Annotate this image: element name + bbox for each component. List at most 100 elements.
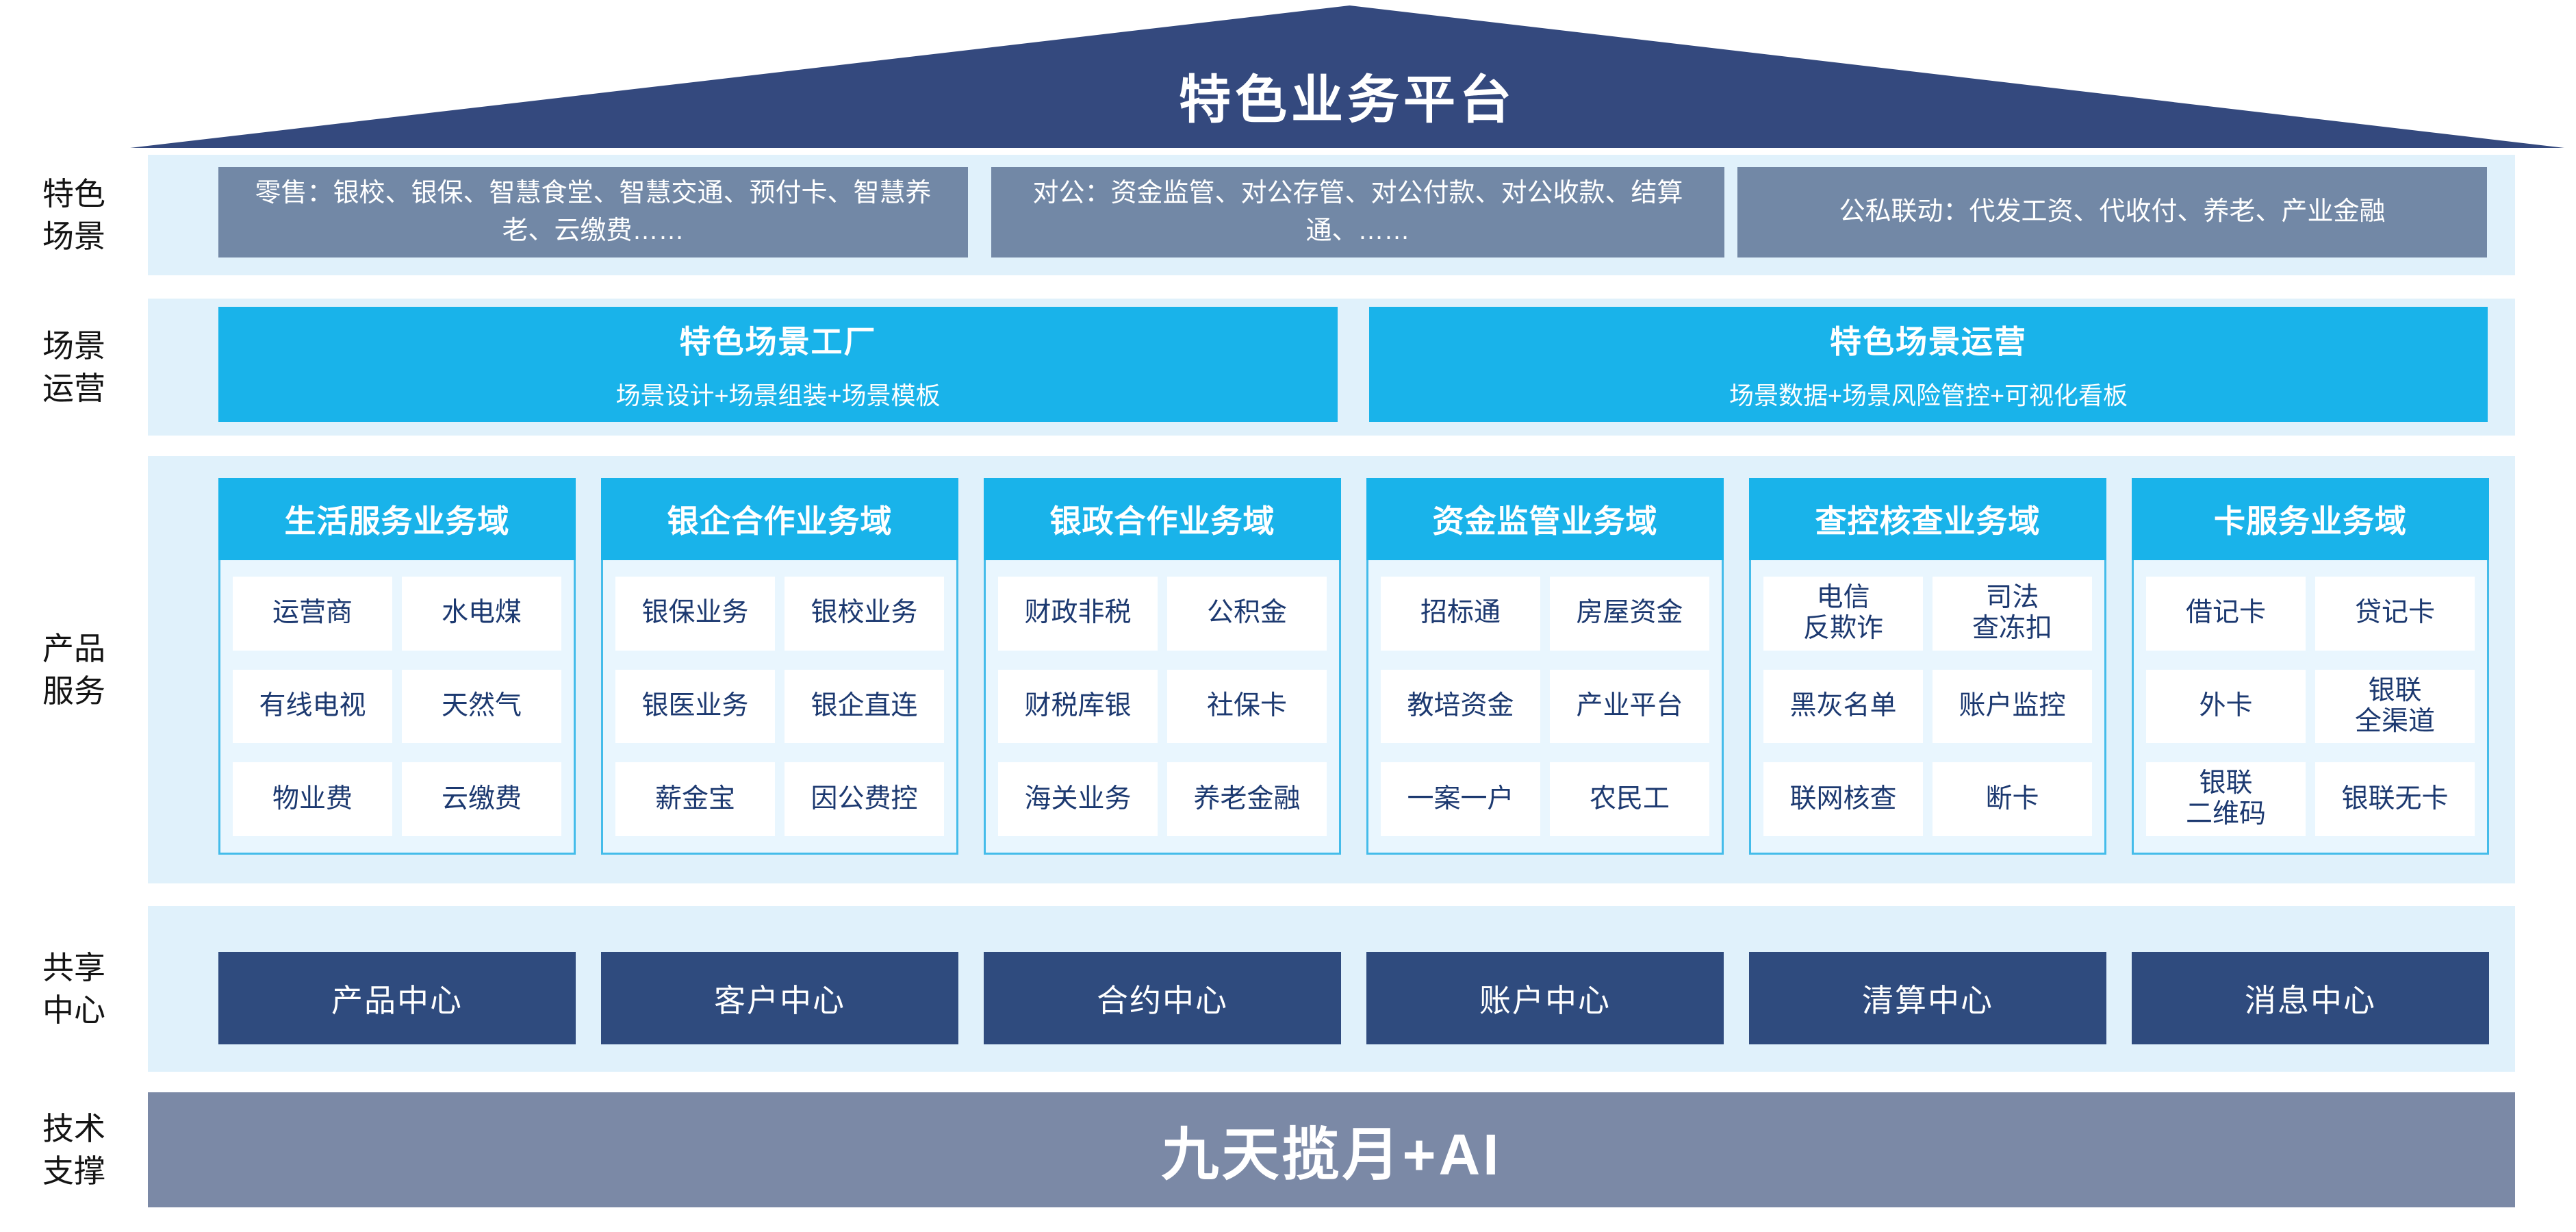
product-cell: 银保业务 bbox=[615, 577, 775, 651]
product-cell: 公积金 bbox=[1167, 577, 1327, 651]
product-column-life-services: 生活服务业务域 运营商 水电煤 有线电视 天然气 物业费 云缴费 bbox=[218, 478, 576, 855]
column-body: 借记卡 贷记卡 外卡 银联 全渠道 银联 二维码 银联无卡 bbox=[2132, 560, 2489, 855]
product-cell: 银联 全渠道 bbox=[2315, 669, 2475, 744]
cell-row: 外卡 银联 全渠道 bbox=[2146, 669, 2475, 744]
product-cell: 断卡 bbox=[1933, 762, 2092, 837]
cell-row: 银医业务 银企直连 bbox=[615, 669, 944, 744]
product-cell: 养老金融 bbox=[1167, 762, 1327, 837]
scene-factory-subtitle: 场景设计+场景组装+场景模板 bbox=[615, 381, 941, 410]
cell-row: 黑灰名单 账户监控 bbox=[1763, 669, 2092, 744]
column-body: 财政非税 公积金 财税库银 社保卡 海关业务 养老金融 bbox=[984, 560, 1341, 855]
tech-support-bar: 九天揽月+AI bbox=[148, 1092, 2515, 1207]
product-cell: 房屋资金 bbox=[1550, 577, 1709, 651]
product-cell: 黑灰名单 bbox=[1763, 669, 1923, 744]
column-header: 查控核查业务域 bbox=[1749, 478, 2106, 560]
cell-row: 有线电视 天然气 bbox=[233, 669, 561, 744]
product-cell: 社保卡 bbox=[1167, 669, 1327, 744]
cell-row: 招标通 房屋资金 bbox=[1381, 577, 1709, 651]
product-cell: 财税库银 bbox=[998, 669, 1158, 744]
product-cell: 电信 反欺诈 bbox=[1763, 577, 1923, 651]
cell-row: 财政非税 公积金 bbox=[998, 577, 1327, 651]
row-featured-scenes: 零售：银校、银保、智慧食堂、智慧交通、预付卡、智慧养老、云缴费…… 对公：资金监… bbox=[148, 155, 2515, 275]
roof-banner: 特色业务平台 bbox=[130, 5, 2564, 148]
product-cell: 银校业务 bbox=[785, 577, 944, 651]
product-cell: 海关业务 bbox=[998, 762, 1158, 837]
column-body: 招标通 房屋资金 教培资金 产业平台 一案一户 农民工 bbox=[1366, 560, 1724, 855]
product-cell: 产业平台 bbox=[1550, 669, 1709, 744]
side-label-product-services: 产品 服务 bbox=[42, 630, 105, 709]
product-column-bank-government: 银政合作业务域 财政非税 公积金 财税库银 社保卡 海关业务 养老金融 bbox=[984, 478, 1341, 855]
column-header: 生活服务业务域 bbox=[218, 478, 576, 560]
column-header: 银企合作业务域 bbox=[601, 478, 958, 560]
scene-operation-title: 特色场景运营 bbox=[1830, 324, 2027, 360]
scene-factory-title: 特色场景工厂 bbox=[679, 324, 877, 360]
cell-row: 联网核查 断卡 bbox=[1763, 762, 2092, 837]
product-column-bank-enterprise: 银企合作业务域 银保业务 银校业务 银医业务 银企直连 薪金宝 因公费控 bbox=[601, 478, 958, 855]
side-label-share-centers: 共享 中心 bbox=[42, 949, 105, 1028]
scene-box-retail: 零售：银校、银保、智慧食堂、智慧交通、预付卡、智慧养老、云缴费…… bbox=[218, 167, 968, 257]
center-box-product: 产品中心 bbox=[218, 952, 576, 1044]
product-cell: 贷记卡 bbox=[2315, 577, 2475, 651]
tech-support-label: 九天揽月+AI bbox=[1161, 1122, 1502, 1187]
product-cell: 银企直连 bbox=[785, 669, 944, 744]
center-box-customer: 客户中心 bbox=[601, 952, 958, 1044]
cell-row: 薪金宝 因公费控 bbox=[615, 762, 944, 837]
product-cell: 借记卡 bbox=[2146, 577, 2306, 651]
product-cell: 财政非税 bbox=[998, 577, 1158, 651]
product-column-inquiry-control: 查控核查业务域 电信 反欺诈 司法 查冻扣 黑灰名单 账户监控 联网核查 断卡 bbox=[1749, 478, 2106, 855]
cell-row: 电信 反欺诈 司法 查冻扣 bbox=[1763, 577, 2092, 651]
column-header: 卡服务业务域 bbox=[2132, 478, 2489, 560]
cell-row: 一案一户 农民工 bbox=[1381, 762, 1709, 837]
product-cell: 一案一户 bbox=[1381, 762, 1540, 837]
cell-row: 运营商 水电煤 bbox=[233, 577, 561, 651]
row-scene-operations: 特色场景工厂 场景设计+场景组装+场景模板 特色场景运营 场景数据+场景风险管控… bbox=[148, 299, 2515, 436]
center-box-contract: 合约中心 bbox=[984, 952, 1341, 1044]
product-cell: 薪金宝 bbox=[615, 762, 775, 837]
operation-box-scene-factory: 特色场景工厂 场景设计+场景组装+场景模板 bbox=[218, 307, 1338, 422]
cell-row: 银保业务 银校业务 bbox=[615, 577, 944, 651]
product-cell: 账户监控 bbox=[1933, 669, 2092, 744]
column-header: 银政合作业务域 bbox=[984, 478, 1341, 560]
center-box-message: 消息中心 bbox=[2132, 952, 2489, 1044]
product-cell: 因公费控 bbox=[785, 762, 944, 837]
product-cell: 联网核查 bbox=[1763, 762, 1923, 837]
cell-row: 借记卡 贷记卡 bbox=[2146, 577, 2475, 651]
side-label-tech-support: 技术 支撑 bbox=[42, 1110, 105, 1189]
cell-row: 财税库银 社保卡 bbox=[998, 669, 1327, 744]
operation-box-scene-operation: 特色场景运营 场景数据+场景风险管控+可视化看板 bbox=[1369, 307, 2488, 422]
side-label-scene-operations: 场景 运营 bbox=[42, 327, 105, 406]
product-cell: 运营商 bbox=[233, 577, 392, 651]
product-column-card-services: 卡服务业务域 借记卡 贷记卡 外卡 银联 全渠道 银联 二维码 银联无卡 bbox=[2132, 478, 2489, 855]
row-product-services: 生活服务业务域 运营商 水电煤 有线电视 天然气 物业费 云缴费 银企合作业务域 bbox=[148, 456, 2515, 883]
product-cell: 外卡 bbox=[2146, 669, 2306, 744]
product-column-fund-supervision: 资金监管业务域 招标通 房屋资金 教培资金 产业平台 一案一户 农民工 bbox=[1366, 478, 1724, 855]
cell-row: 海关业务 养老金融 bbox=[998, 762, 1327, 837]
scene-box-corporate: 对公：资金监管、对公存管、对公付款、对公收款、结算通、…… bbox=[991, 167, 1724, 257]
scene-box-public-private: 公私联动：代发工资、代收付、养老、产业金融 bbox=[1737, 167, 2487, 257]
center-box-account: 账户中心 bbox=[1366, 952, 1724, 1044]
column-body: 电信 反欺诈 司法 查冻扣 黑灰名单 账户监控 联网核查 断卡 bbox=[1749, 560, 2106, 855]
product-cell: 物业费 bbox=[233, 762, 392, 837]
product-cell: 招标通 bbox=[1381, 577, 1540, 651]
product-cell: 云缴费 bbox=[402, 762, 561, 837]
cell-row: 银联 二维码 银联无卡 bbox=[2146, 762, 2475, 837]
row-share-centers: 产品中心 客户中心 合约中心 账户中心 清算中心 消息中心 bbox=[148, 906, 2515, 1072]
product-cell: 司法 查冻扣 bbox=[1933, 577, 2092, 651]
platform-title: 特色业务平台 bbox=[1179, 71, 1516, 129]
product-cell: 教培资金 bbox=[1381, 669, 1540, 744]
product-cell: 银医业务 bbox=[615, 669, 775, 744]
product-cell: 银联无卡 bbox=[2315, 762, 2475, 837]
product-cell: 天然气 bbox=[402, 669, 561, 744]
cell-row: 物业费 云缴费 bbox=[233, 762, 561, 837]
product-cell: 有线电视 bbox=[233, 669, 392, 744]
product-cell: 水电煤 bbox=[402, 577, 561, 651]
cell-row: 教培资金 产业平台 bbox=[1381, 669, 1709, 744]
product-cell: 农民工 bbox=[1550, 762, 1709, 837]
column-header: 资金监管业务域 bbox=[1366, 478, 1724, 560]
column-body: 银保业务 银校业务 银医业务 银企直连 薪金宝 因公费控 bbox=[601, 560, 958, 855]
center-box-clearing: 清算中心 bbox=[1749, 952, 2106, 1044]
scene-operation-subtitle: 场景数据+场景风险管控+可视化看板 bbox=[1729, 381, 2128, 410]
product-cell: 银联 二维码 bbox=[2146, 762, 2306, 837]
side-label-featured-scenes: 特色 场景 bbox=[42, 175, 105, 254]
